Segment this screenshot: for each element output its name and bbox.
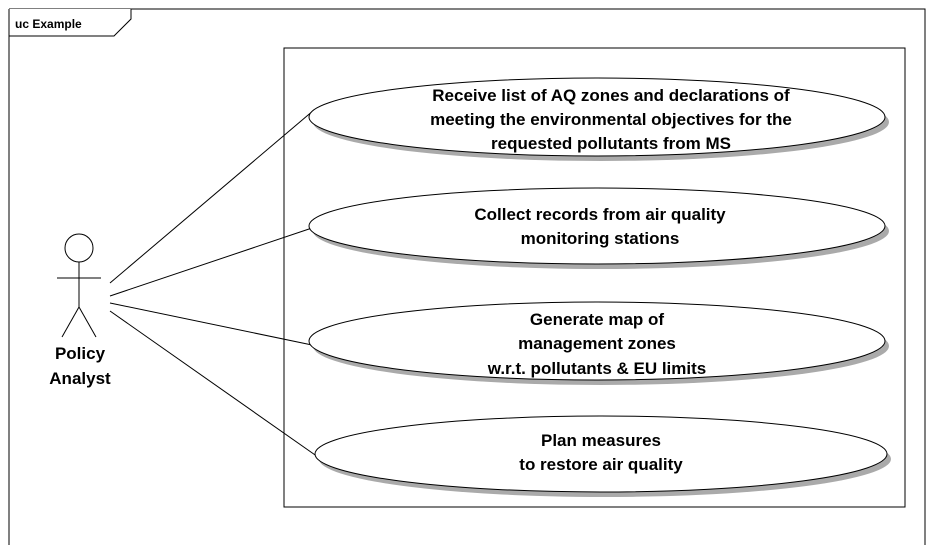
- use-case-label-line: Generate map of: [530, 310, 664, 329]
- use-case-ellipse: [308, 77, 886, 157]
- actor-right-leg: [78, 306, 97, 338]
- diagram-frame: uc Example: [8, 8, 926, 545]
- use-case-label-line: management zones: [518, 334, 676, 353]
- actor-left-leg: [61, 306, 80, 338]
- association-line: [109, 310, 319, 458]
- use-case-plan-measures[interactable]: Plan measures to restore air quality: [314, 415, 891, 497]
- association-line: [109, 109, 315, 284]
- use-case-receive-aq-zones[interactable]: Receive list of AQ zones and declaration…: [308, 77, 889, 161]
- use-case-label-line: Plan measures: [541, 431, 661, 450]
- actor-name-line-1: Policy: [55, 344, 106, 363]
- associations: [109, 109, 319, 458]
- use-case-ellipse: [308, 301, 886, 381]
- actor-policy-analyst[interactable]: Policy Analyst: [49, 233, 111, 388]
- use-case-collect-records[interactable]: Collect records from air quality monitor…: [308, 187, 889, 269]
- frame-title-tab: [8, 9, 132, 37]
- use-case-ellipse: [314, 415, 888, 493]
- use-case-label-line: w.r.t. pollutants & EU limits: [487, 359, 707, 378]
- use-case-label-line: monitoring stations: [521, 229, 680, 248]
- actor-name-line-2: Analyst: [49, 369, 111, 388]
- use-case-generate-map[interactable]: Generate map of management zones w.r.t. …: [308, 301, 889, 385]
- use-case-label-line: to restore air quality: [519, 455, 683, 474]
- use-case-ellipse: [308, 187, 886, 265]
- use-case-label-line: requested pollutants from MS: [491, 134, 731, 153]
- association-line: [109, 302, 313, 346]
- system-boundary: [283, 47, 906, 508]
- association-line: [109, 227, 313, 297]
- use-case-label-line: Collect records from air quality: [474, 205, 726, 224]
- use-case-label-line: Receive list of AQ zones and declaration…: [432, 86, 790, 105]
- frame-title: uc Example: [15, 17, 82, 31]
- actor-head: [64, 233, 94, 263]
- frame-border: [8, 8, 926, 545]
- use-case-label-line: meeting the environmental objectives for…: [430, 110, 792, 129]
